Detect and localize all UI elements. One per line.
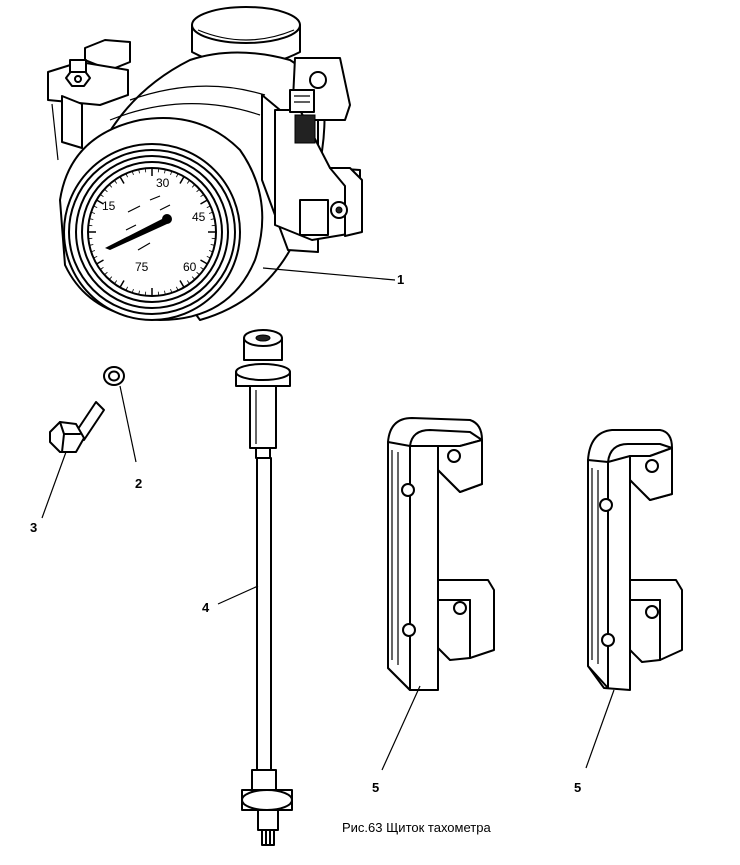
dial-tick bbox=[164, 169, 166, 174]
dial-tick bbox=[179, 280, 185, 288]
dial-tick bbox=[131, 288, 134, 293]
label-drive-cable: 4 bbox=[202, 600, 210, 615]
tachometer-left-clamp bbox=[47, 39, 131, 161]
gauge-needle bbox=[105, 218, 167, 250]
dial-tick bbox=[200, 194, 205, 198]
leader-line-2 bbox=[119, 385, 137, 463]
dial-tick bbox=[108, 276, 113, 280]
dial-tick bbox=[119, 280, 125, 288]
dial-marking-strokes bbox=[125, 195, 171, 251]
dial-tick bbox=[131, 171, 134, 176]
needle-hub bbox=[162, 214, 172, 224]
dial-tick bbox=[138, 290, 140, 295]
dial-tick bbox=[125, 173, 128, 178]
dial-tick bbox=[186, 179, 190, 184]
dial-tick bbox=[99, 266, 104, 270]
dial-tick bbox=[104, 188, 108, 193]
dial-tick bbox=[210, 244, 215, 246]
dial-tick bbox=[99, 194, 104, 198]
dial-tick bbox=[114, 280, 118, 285]
tachometer-right-clamp bbox=[261, 57, 363, 253]
dial-tick bbox=[191, 276, 196, 280]
label-bracket-right: 5 bbox=[574, 780, 581, 795]
dial-tick bbox=[91, 211, 96, 214]
leader-line-1 bbox=[262, 267, 396, 281]
leader-line-4 bbox=[217, 585, 259, 605]
dial-mark-45: 45 bbox=[192, 210, 206, 224]
drive-cable bbox=[235, 329, 293, 846]
dial-mark-60: 60 bbox=[183, 260, 197, 274]
dial-tick bbox=[138, 169, 140, 174]
dial-mark-15: 15 bbox=[102, 199, 116, 213]
dial-tick bbox=[210, 218, 215, 220]
dial-tick bbox=[206, 256, 211, 259]
tachometer-assembly: 15 30 45 60 75 bbox=[47, 6, 363, 321]
leader-line-5b bbox=[585, 689, 615, 769]
dial-tick bbox=[196, 271, 200, 276]
dial-tick bbox=[176, 286, 179, 291]
mounting-bracket-right bbox=[587, 429, 683, 691]
dial-tick bbox=[164, 290, 166, 295]
figure-caption: Рис.63 Щиток тахометра bbox=[342, 820, 491, 835]
dial-tick bbox=[96, 259, 104, 265]
dial-tick bbox=[186, 280, 190, 285]
leader-line-3 bbox=[41, 451, 67, 519]
dial-tick bbox=[114, 179, 118, 184]
dial-tick bbox=[170, 171, 173, 176]
dial-tick bbox=[96, 199, 104, 205]
dial-tick bbox=[200, 266, 205, 270]
bolt bbox=[49, 401, 105, 453]
dial-tick bbox=[104, 271, 108, 276]
dial-tick bbox=[176, 173, 179, 178]
dial-tick bbox=[170, 288, 173, 293]
washer bbox=[103, 366, 125, 386]
dial-tick bbox=[196, 188, 200, 193]
label-bolt: 3 bbox=[30, 520, 37, 535]
dial-mark-30: 30 bbox=[156, 176, 170, 190]
label-washer: 2 bbox=[135, 476, 142, 491]
label-tachometer: 1 bbox=[397, 272, 404, 287]
dial-tick bbox=[200, 199, 208, 205]
dial-tick bbox=[191, 184, 196, 188]
dial-tick bbox=[208, 250, 213, 253]
dial-tick bbox=[200, 259, 208, 265]
dial-tick bbox=[93, 256, 98, 259]
dial-tick bbox=[208, 211, 213, 214]
dial-tick bbox=[89, 244, 94, 246]
dial-tick bbox=[89, 218, 94, 220]
dial-ticks bbox=[88, 168, 216, 296]
dial-mark-75: 75 bbox=[135, 260, 149, 274]
dial-tick bbox=[108, 184, 113, 188]
label-bracket-left: 5 bbox=[372, 780, 379, 795]
dial-tick bbox=[206, 205, 211, 208]
tachometer-gauge: 15 30 45 60 75 bbox=[63, 143, 241, 321]
leader-line-5a bbox=[381, 685, 421, 771]
dial-tick bbox=[91, 250, 96, 253]
dial-tick bbox=[119, 176, 125, 184]
mounting-bracket-left bbox=[387, 417, 495, 691]
dial-tick bbox=[125, 286, 128, 291]
dial-tick bbox=[93, 205, 98, 208]
dial-tick bbox=[179, 176, 185, 184]
